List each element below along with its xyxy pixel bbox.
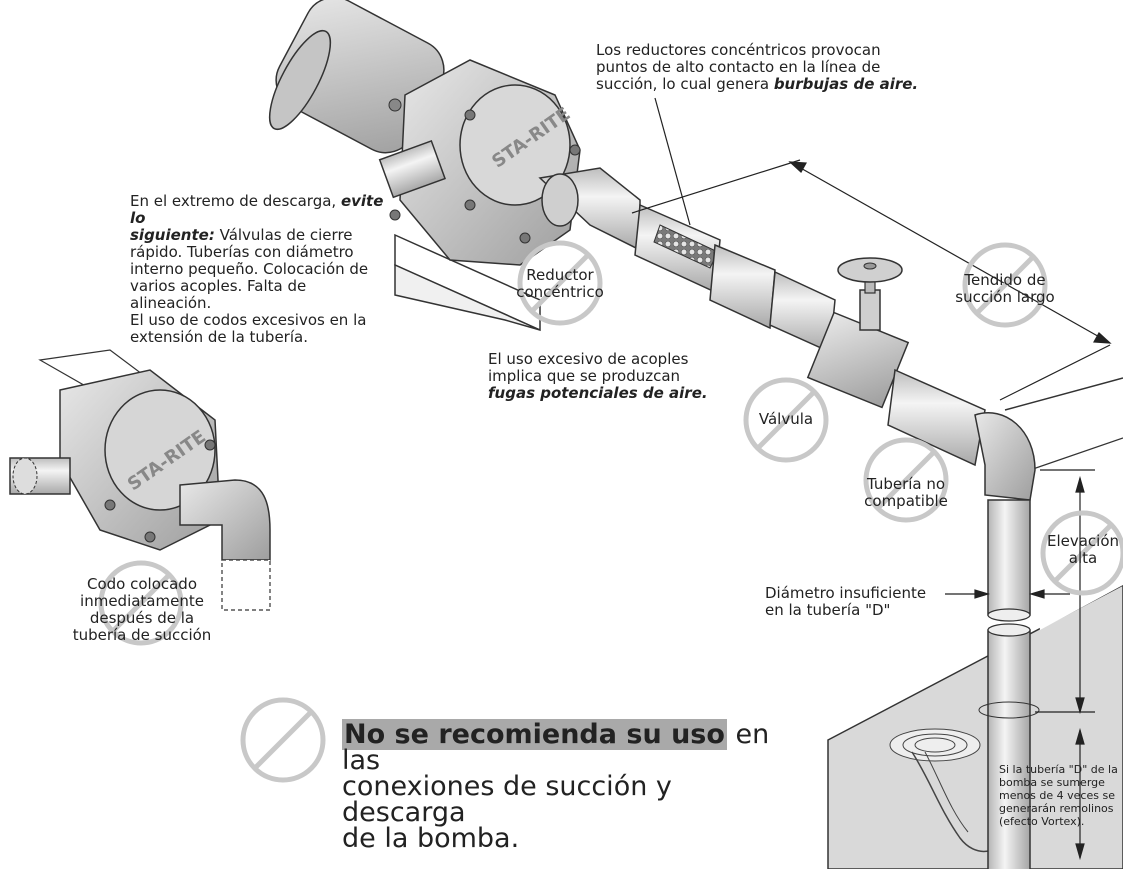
vortex-swirl [889,728,1011,853]
footer-warning-line1-rest: en las [342,719,770,776]
elbow-note-line4: tubería de succión [72,626,212,644]
long-run-ext-right [999,344,1111,401]
footer-warning-line2: conexiones de succión y descarga [342,771,672,828]
vortex-note-line1: Si la tubería "D" de la [999,763,1118,776]
long-run-label: Tendido de succión largo [945,272,1065,306]
reducer-label-line2: concéntrico [516,283,604,301]
diameter-note-line2: en la tubería "D" [765,601,891,619]
long-run-ext-left [631,159,801,214]
pipe-label-line2: compatible [864,492,948,510]
elbow-note-line1: Codo colocado [86,575,198,593]
discharge-note-line5: varios acoples. Falta de alineación. [130,277,307,312]
pipe-label-line1: Tubería no [866,475,946,493]
reducers-leader [654,97,691,226]
vortex-note-line5: (efecto Vortex). [999,815,1085,828]
discharge-note-line3: rápido. Tuberías con diámetro [130,243,354,261]
main-pump: STA-RITE [268,0,581,266]
elbow-pump-inset: STA-RITE [9,349,271,611]
suction-pipeline [538,167,1040,869]
reducers-note-line1: Los reductores concéntricos provocan [596,41,881,59]
elevation-label: Elevación alta [1040,533,1123,567]
prohibited-icon-elbow [98,560,184,646]
reducers-note-emphasis: burbujas de aire. [773,75,919,93]
reducers-note-line3: succión, lo cual genera burbujas de aire… [596,76,936,93]
long-run-dimension [789,161,1111,344]
long-run-label-line2: succión largo [955,288,1055,306]
prohibited-icon-reducer [517,240,603,326]
discharge-note-line2-emphasis: siguiente: [130,226,215,244]
elevation-label-line1: Elevación [1046,532,1120,550]
discharge-note-line2-text: Válvulas de cierre [214,226,353,244]
discharge-note-line1-emphasis: evite lo [130,192,384,227]
vortex-note-line3: menos de 4 veces se [999,789,1115,802]
reducers-note-line3-text: succión, lo cual genera [596,75,774,93]
discharge-note-line7: extensión de la tubería. [130,328,308,346]
valve-label-text: Válvula [758,410,814,428]
diameter-note: Diámetro insuficiente en la tubería "D" [765,585,955,619]
elevation-label-line2: alta [1068,549,1098,567]
prohibited-icon-pipe [863,437,949,523]
discharge-note-line4: interno pequeño. Colocación de [130,260,369,278]
couplings-note-line2: implica que se produzcan [488,367,681,385]
pipe-label: Tubería no compatible [855,476,957,510]
reducer-label: Reductor concéntrico [505,267,615,301]
reducer-label-line1: Reductor [526,266,594,284]
valve-label: Válvula [740,411,832,428]
long-run-label-line1: Tendido de [964,271,1046,289]
prohibited-icon-valve [743,377,829,463]
elbow-note: Codo colocado inmediatamente después de … [62,576,222,644]
diameter-note-line1: Diámetro insuficiente [765,584,927,602]
vortex-note-line4: generarán remolinos [999,802,1114,815]
footer-warning-line1: No se recomienda su uso en las [342,719,792,776]
base-board [394,233,541,332]
discharge-note: En el extremo de descarga, evite lo sigu… [130,193,390,346]
couplings-note-emphasis: fugas potenciales de aire. [488,384,708,402]
prohibited-symbols [98,240,1123,783]
footer-warning-line3: de la bomba. [342,823,520,854]
couplings-note: El uso excesivo de acoples implica que s… [488,351,748,402]
elbow-note-line3: después de la [89,609,195,627]
discharge-note-line1-text: En el extremo de descarga, [130,192,341,210]
couplings-note-line1: El uso excesivo de acoples [488,350,689,368]
discharge-note-line2: siguiente: Válvulas de cierre [130,227,390,244]
elbow-note-line2: inmediatamente [80,592,204,610]
reducers-note-line2: puntos de alto contacto en la línea de [596,58,881,76]
footer-warning: No se recomienda su uso en las conexione… [342,719,792,854]
discharge-note-line6: El uso de codos excesivos en la [130,311,367,329]
vortex-note-line2: bomba se sumerge [999,776,1105,789]
discharge-note-line1: En el extremo de descarga, evite lo [130,193,390,227]
reducers-note: Los reductores concéntricos provocan pun… [596,42,936,93]
prohibited-icon-long-run [962,242,1048,328]
vortex-note: Si la tubería "D" de la bomba se sumerge… [999,763,1121,828]
prohibited-icon-footer [240,697,326,783]
footer-warning-highlight: No se recomienda su uso [342,719,727,750]
prohibited-icon-elevation [1040,510,1123,596]
